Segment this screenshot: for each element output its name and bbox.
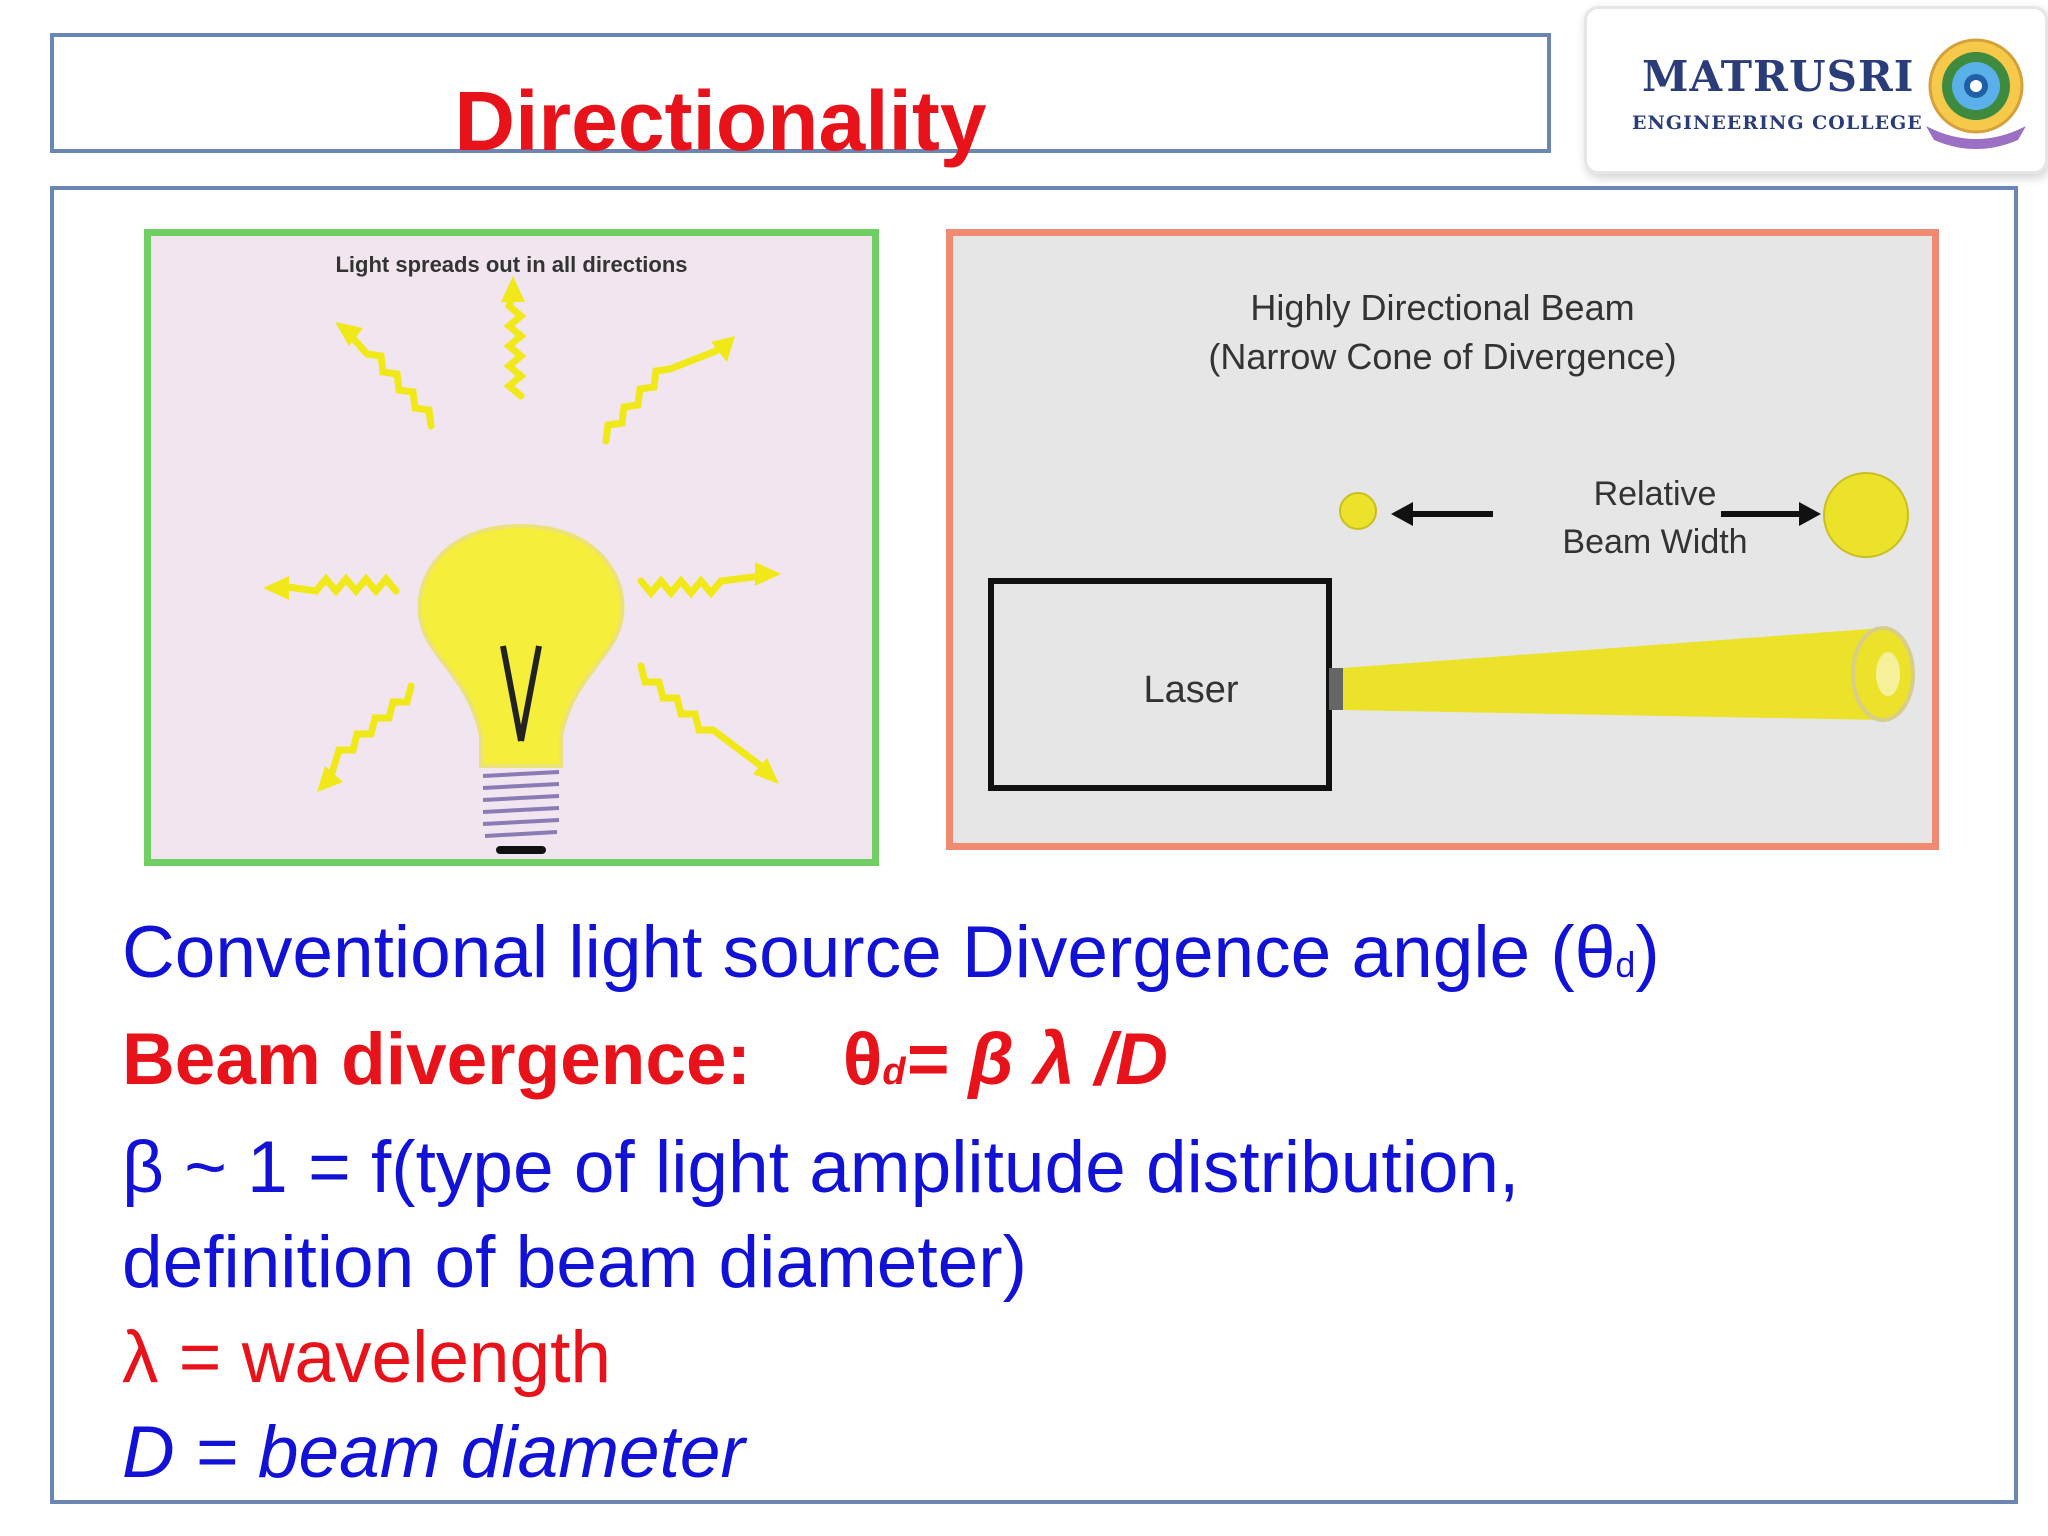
title-box: Directionality <box>50 33 1551 163</box>
bulb-caption: Light spreads out in all directions <box>335 252 688 277</box>
slide-body: Conventional light source Divergence ang… <box>122 905 2002 1500</box>
diameter-definition: D = beam diameter <box>122 1412 745 1493</box>
beta-definition-continued: definition of beam diameter) <box>122 1222 1027 1303</box>
beta-definition-line: β ~ 1 = f(type of light amplitude distri… <box>122 1127 1520 1208</box>
logo-subtitle: ENGINEERING COLLEGE <box>1632 112 1923 134</box>
light-bulb-illustration <box>263 276 781 854</box>
college-emblem-icon <box>1926 38 2026 149</box>
college-logo: MATRUSRI ENGINEERING COLLEGE <box>1584 6 2048 174</box>
beam-divergence-label: Beam divergence: <box>122 1019 751 1100</box>
laser-caption-line1: Highly Directional Beam <box>1250 287 1635 328</box>
relative-line2: Beam Width <box>1562 522 1748 561</box>
relative-line1: Relative <box>1593 475 1717 513</box>
bulb-figure: Light spreads out in all directions <box>144 229 879 866</box>
line1-close: ) <box>1635 912 1660 993</box>
laser-caption-line2: (Narrow Cone of Divergence) <box>1208 335 1677 377</box>
line1-subscript: d <box>1615 944 1636 985</box>
laser-box-label: Laser <box>1143 669 1239 711</box>
divergence-angle-line: Conventional light source Divergence ang… <box>122 905 2002 1012</box>
relative-beam-width-label: Relative Beam Width <box>1505 471 1805 566</box>
formula-equation: = β λ /D <box>905 1019 1168 1100</box>
laser-figure: Highly Directional Beam (Narrow Cone of … <box>946 229 1939 850</box>
laser-beam-illustration <box>988 472 1915 791</box>
formula-subscript: d <box>882 1051 906 1093</box>
laser-caption: Highly Directional Beam (Narrow Cone of … <box>953 284 1932 381</box>
lambda-definition: λ = wavelength <box>122 1317 612 1398</box>
slide-title: Directionality <box>454 74 987 168</box>
line1-text: Conventional light source Divergence ang… <box>122 912 1616 993</box>
beam-divergence-formula: Beam divergence: θd= β λ /D <box>122 1012 2002 1120</box>
formula-theta: θ <box>842 1019 883 1100</box>
logo-name: MATRUSRI <box>1642 52 1915 101</box>
